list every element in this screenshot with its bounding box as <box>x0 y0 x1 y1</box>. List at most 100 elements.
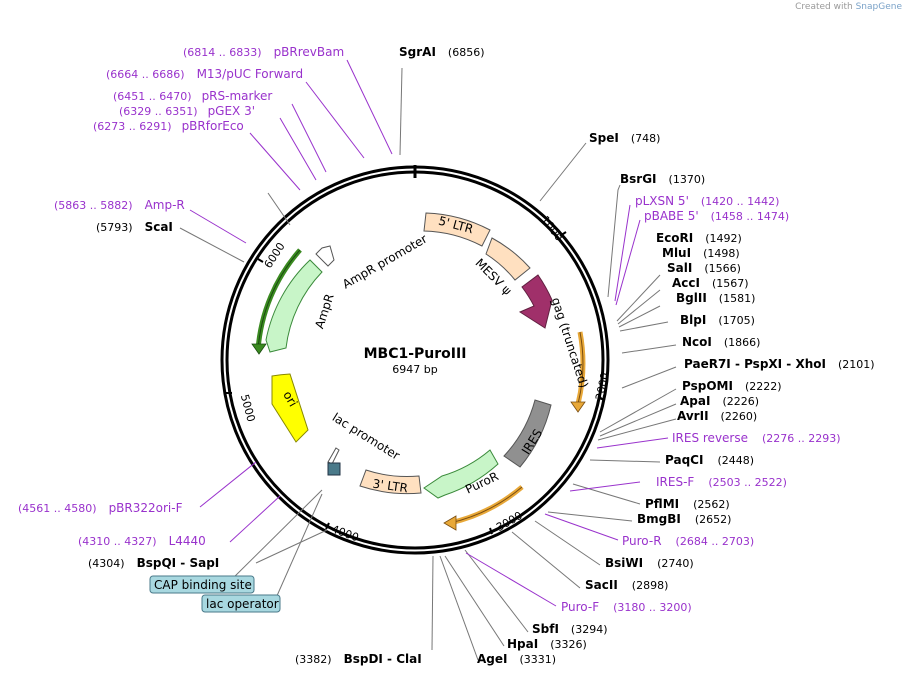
primer-label: Amp-R <box>145 198 185 212</box>
svg-text:(5793)ScaI: (5793) ScaI <box>96 220 173 234</box>
primer-label: M13/pUC Forward <box>197 67 304 81</box>
svg-text:PaqCI(2448): PaqCI(2448) <box>665 453 754 467</box>
enzyme-label: MluI <box>662 246 691 260</box>
feature-mesv-psi <box>485 237 531 281</box>
feature-lac-promoter <box>327 447 340 465</box>
enzyme-label: BsrGI <box>620 172 657 186</box>
enzyme-label: NcoI <box>682 335 712 349</box>
enzyme-label: AccI <box>672 276 700 290</box>
svg-text:(6329 .. 6351)pGEX 3': (6329 .. 6351)pGEX 3' <box>119 104 255 118</box>
svg-text:(6814 .. 6833)pBRrevBam: (6814 .. 6833) pBRrevBam <box>183 45 344 59</box>
enzyme-pos: (3326) <box>550 638 587 651</box>
orf-arrow-puro <box>443 515 457 531</box>
credit-prefix: Created with <box>795 2 853 12</box>
primer-pos: (3180 .. 3200) <box>613 601 692 614</box>
svg-text:EcoRI(1492): EcoRI(1492) <box>656 231 742 245</box>
enzyme-pos: (5793) <box>96 221 133 234</box>
svg-text:AvrII(2260): AvrII(2260) <box>677 409 757 423</box>
enzyme-label: AvrII <box>677 409 709 423</box>
svg-text:(5863 .. 5882)Amp-R: (5863 .. 5882)Amp-R <box>54 198 185 212</box>
svg-text:NcoI(1866): NcoI(1866) <box>682 335 760 349</box>
svg-text:IRES-F(2503 .. 2522): IRES-F(2503 .. 2522) <box>656 475 787 489</box>
enzyme-label: EcoRI <box>656 231 693 245</box>
snapgene-credit: Created with SnapGene <box>795 2 902 12</box>
primer-label: pBRrevBam <box>274 45 345 59</box>
svg-text:(6451 .. 6470)pRS-marker: (6451 .. 6470) pRS-marker <box>113 89 272 103</box>
primer-pos: (6814 .. 6833) <box>183 46 262 59</box>
primer-label: Puro-F <box>561 600 599 614</box>
tick-label-1000: 1000 <box>538 214 565 244</box>
svg-text:ApaI(2226): ApaI (2226) <box>680 394 759 408</box>
enzyme-pos: (1705) <box>718 314 755 327</box>
enzyme-label: SbfI <box>532 622 559 636</box>
enzyme-label: SacII <box>585 578 618 592</box>
feature-cap-lac-box <box>327 462 341 476</box>
tick-label-3000: 3000 <box>494 509 525 534</box>
feature-ampr-promoter <box>315 245 335 267</box>
features <box>265 212 553 499</box>
primer-pos: (2276 .. 2293) <box>762 432 841 445</box>
svg-text:Puro-R(2684 .. 2703): Puro-R(2684 .. 2703) <box>622 534 754 548</box>
enzyme-pos: (1566) <box>704 262 741 275</box>
svg-text:IRES reverse(2276 .. 2293): IRES reverse(2276 .. 2293) <box>672 431 841 445</box>
enzyme-label: ScaI <box>145 220 173 234</box>
enzyme-label: AgeI <box>477 652 507 666</box>
cap-binding-site-label: CAP binding site <box>154 578 252 592</box>
svg-text:AccI(1567): AccI (1567) <box>672 276 749 290</box>
enzyme-label: PaeR7I - PspXI - XhoI <box>684 357 826 371</box>
enzyme-pos: (2222) <box>745 380 782 393</box>
enzyme-pos: (2448) <box>717 454 754 467</box>
primer-label: pGEX 3' <box>208 104 255 118</box>
svg-text:(3382)BspDI - ClaI: (3382)BspDI - ClaI <box>295 652 422 666</box>
svg-text:PflMI(2562): PflMI(2562) <box>645 497 730 511</box>
primer-label: IRES-F <box>656 475 694 489</box>
feature-gag <box>518 274 553 329</box>
enzyme-pos: (6856) <box>448 46 485 59</box>
svg-text:pBABE 5'(1458 .. 1474): pBABE 5'(1458 .. 1474) <box>644 209 789 223</box>
cap-binding-site-box <box>149 575 255 594</box>
primer-label: pBRforEco <box>182 119 244 133</box>
leader-lines <box>179 67 677 661</box>
svg-text:BlpI(1705): BlpI (1705) <box>680 313 755 327</box>
primer-label: pRS-marker <box>202 89 273 103</box>
enzyme-label: SgrAI <box>399 45 436 59</box>
credit-brand: SnapGene <box>855 2 902 12</box>
enzyme-label: BsiWI <box>605 556 643 570</box>
svg-text:(4310 .. 4327)L4440: (4310 .. 4327) L4440 <box>78 534 206 548</box>
orf-arcs <box>255 248 586 526</box>
primer-label: Puro-R <box>622 534 662 548</box>
enzyme-pos: (2898) <box>632 579 669 592</box>
primer-pos: (4310 .. 4327) <box>78 535 157 548</box>
svg-text:SgrAI(6856): SgrAI (6856) <box>399 45 484 59</box>
feature-label-gag: gag (truncated) <box>549 296 591 390</box>
enzyme-pos: (2226) <box>722 395 759 408</box>
enzyme-label: BspDI - ClaI <box>344 652 422 666</box>
primer-label: pLXSN 5' <box>635 194 689 208</box>
enzyme-pos: (2101) <box>838 358 875 371</box>
enzyme-pos: (1581) <box>719 292 756 305</box>
enzyme-label: PflMI <box>645 497 679 511</box>
primer-label: L4440 <box>169 534 206 548</box>
svg-text:PaeR7I - PspXI - XhoI(2101): PaeR7I - PspXI - XhoI (2101) <box>684 357 875 371</box>
feature-label-ampr: AmpR <box>312 292 336 330</box>
enzyme-pos: (748) <box>631 132 661 145</box>
enzyme-label: SpeI <box>589 131 619 145</box>
enzyme-pos: (1498) <box>703 247 740 260</box>
svg-text:pLXSN 5'(1420 .. 1442): pLXSN 5'(1420 .. 1442) <box>635 194 779 208</box>
svg-text:(4304)BspQI - SapI: (4304)BspQI - SapI <box>88 556 219 570</box>
feature-label-3-ltr: 3' LTR <box>372 477 409 496</box>
svg-text:HpaI(3326): HpaI(3326) <box>507 637 587 651</box>
svg-text:SalI(1566): SalI(1566) <box>667 261 741 275</box>
enzyme-label: BspQI - SapI <box>137 556 220 570</box>
orf-arrow-gag <box>570 401 586 413</box>
primer-label: pBR322ori-F <box>109 501 183 515</box>
svg-text:SpeI(748): SpeI (748) <box>589 131 660 145</box>
enzyme-pos: (1567) <box>712 277 749 290</box>
primer-pos: (6451 .. 6470) <box>113 90 192 103</box>
enzyme-label: ApaI <box>680 394 710 408</box>
svg-text:(6664 .. 6686)M13/pUC Forward: (6664 .. 6686)M13/pUC Forward <box>106 67 303 81</box>
enzyme-label: BlpI <box>680 313 706 327</box>
primer-pos: (4561 .. 4580) <box>18 502 97 515</box>
primer-pos: (1458 .. 1474) <box>711 210 790 223</box>
